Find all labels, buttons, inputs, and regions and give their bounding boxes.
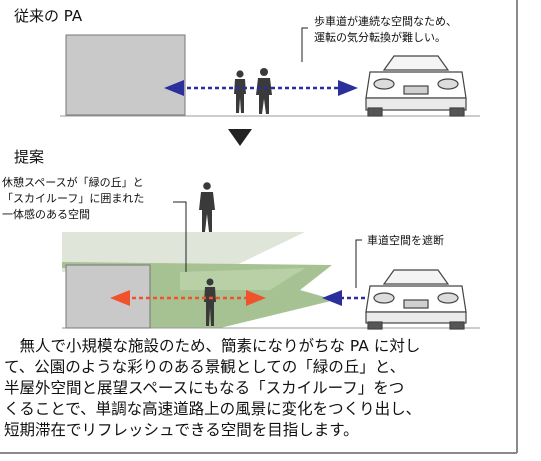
proposal-scene [62,182,480,330]
blue-double-arrow [164,80,358,96]
orange-double-arrow [110,290,266,306]
sky-roof [62,232,305,272]
proposal-heading: 提案 [14,148,45,166]
top-note-line: 歩車道が連続な空間なため、 [314,15,457,28]
down-arrow-icon [228,129,252,146]
description-line: 無人で小規模な施設のため、簡素になりがちな PA に対し [4,337,421,355]
conventional-pa-scene [60,27,480,117]
car-icon-proposal [365,269,467,330]
left-note-line: 「スカイルーフ」に囲まれた [2,191,145,205]
description-line: くることで、単調な高速道路上の風景に変化をつくり出し、 [4,400,422,418]
left-note-line: 一体感のある空間 [2,207,90,221]
top-note-line: 運転の気分転換が難しい。 [314,30,446,44]
pedestrian-figure-roof [199,182,215,232]
description-line: 短期滞在でリフレッシュできる空間を目指します。 [4,421,359,439]
conventional-pa-heading: 従来の PA [14,7,83,25]
pa-building [65,34,186,116]
left-note-leader [173,201,187,272]
top-note: 歩車道が連続な空間なため、 運転の気分転換が難しい。 [314,14,457,46]
right-note-leader [355,239,362,288]
top-note-leader [301,27,308,62]
description-line: て、公園のような彩りのある景観としての「緑の丘」と、 [4,358,406,376]
proposal-right-note: 車道空間を遮断 [367,234,444,247]
description-line: 半屋外空間と展望スペースにもなる「スカイルーフ」をつ [4,379,405,397]
car-icon [365,55,467,117]
pa-building-proposal [65,264,151,329]
pedestrian-figures [234,68,272,114]
proposal-left-note: 休憩スペースが「緑の丘」と 「スカイルーフ」に囲まれた 一体感のある空間 [2,175,144,223]
left-note-line: 休憩スペースが「緑の丘」と [2,176,144,189]
description-paragraph: 無人で小規模な施設のため、簡素になりがちな PA に対し て、公園のような彩りの… [4,336,532,441]
